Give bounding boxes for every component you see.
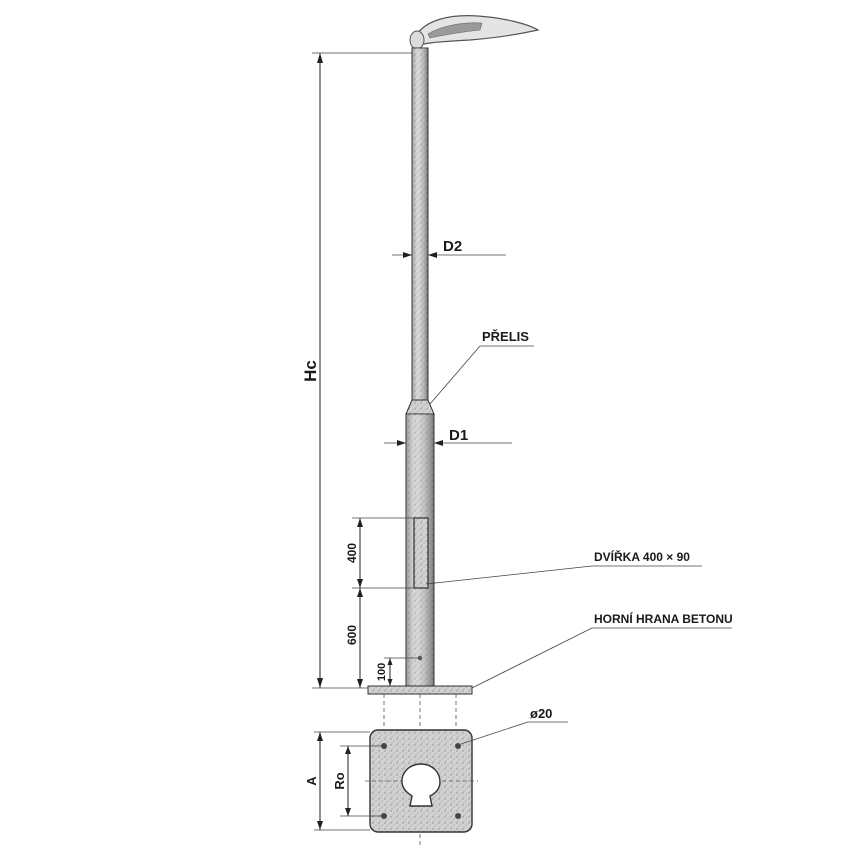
hole-diameter-label: ø20 [530,706,552,721]
upper-tube [411,47,429,401]
tube-transition [405,399,435,415]
dim-400-label: 400 [345,543,359,563]
d2-label: D2 [443,238,462,255]
luminaire [409,15,540,50]
service-door [413,517,429,589]
d2-dimension: D2 [392,238,506,258]
concrete-callout: HORNÍ HRANA BETONU [471,611,733,689]
a-label: A [304,776,319,786]
d1-dimension: D1 [384,427,512,446]
door-position-dimensions: 400 600 100 [345,517,418,688]
prelis-callout: PŘELIS [429,329,534,405]
door-callout: DVÍŘKA 400 × 90 [425,549,702,585]
base-plate-side [367,685,473,695]
dim-100-label: 100 [376,663,388,681]
anchor-hole [455,813,461,819]
dim-600-label: 600 [345,625,359,645]
keyhole-opening-icon [401,763,441,807]
hc-label: Hc [301,360,320,382]
earth-bolt [417,655,423,661]
door-label: DVÍŘKA 400 × 90 [594,549,690,564]
anchor-hole [455,743,461,749]
prelis-label: PŘELIS [482,329,529,344]
hc-dimension: Hc [301,52,412,689]
plate-dimensions: A Ro [304,731,384,831]
ro-label: Ro [332,772,347,789]
hole-diameter-callout: ø20 [460,706,568,745]
base-plate-top-view [365,729,478,833]
concrete-label: HORNÍ HRANA BETONU [594,611,733,626]
d1-label: D1 [449,427,468,444]
